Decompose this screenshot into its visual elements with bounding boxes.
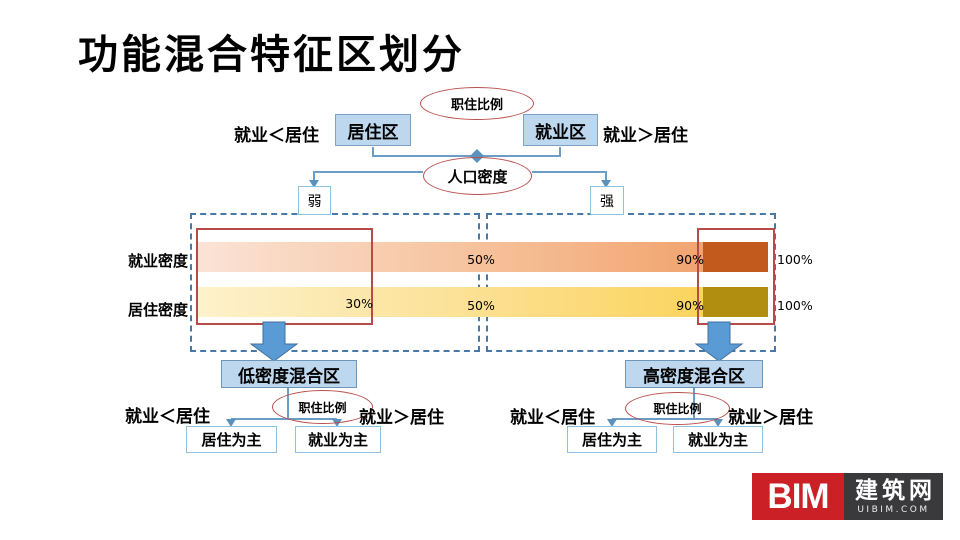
low-zone-employment-dominant-label: 就业为主 [307,431,368,449]
job-housing-ratio-ellipse: 职住比例 [420,87,534,120]
population-density-ellipse: 人口密度 [423,157,532,195]
top-left-condition: 就业＜居住 [234,126,319,146]
low-zone-employment-dominant-box: 就业为主 [295,426,381,453]
residential-zone-box: 居住区 [335,114,411,146]
low-density-region-frame [190,213,480,352]
bim-logo-site-name: 建筑网 [855,476,936,504]
high-zone-employment-dominant-label: 就业为主 [687,431,748,449]
tick-30-percent: 30% [345,296,373,311]
high-density-region-frame [486,213,776,352]
low-density-mixed-zone-box: 低密度混合区 [221,360,357,388]
residential-density-bar-dark-segment [703,287,768,317]
high-zone-residential-dominant-box: 居住为主 [567,426,657,453]
bim-logo-domain: UIBIM.COM [857,504,930,515]
density-to-weak-connector [313,171,423,180]
employment-density-bar [196,242,703,272]
tick-50-percent-employment: 50% [467,252,495,267]
bim-logo: BIM 建筑网 UIBIM.COM [752,473,943,520]
strong-box: 强 [590,186,624,215]
high-zone-employment-dominant-box: 就业为主 [673,426,763,453]
high-zone-right-condition: 就业＞居住 [728,408,813,428]
job-housing-ratio-label: 职住比例 [450,98,503,113]
low-zone-residential-dominant-box: 居住为主 [186,426,277,453]
tick-90-percent-residential: 90% [676,298,704,313]
tick-90-percent-employment: 90% [676,252,704,267]
low-zone-residential-dominant-label: 居住为主 [201,431,262,449]
high-zone-residential-dominant-label: 居住为主 [581,431,642,449]
employment-density-row-label: 就业密度 [127,252,188,270]
low-zone-ratio-ellipse: 职住比例 [272,390,373,424]
bim-logo-brand: BIM [752,473,844,520]
low-zone-left-condition: 就业＜居住 [125,407,210,427]
residential-zone-label: 居住区 [347,122,399,143]
low-zone-right-condition: 就业＞居住 [359,408,444,428]
employment-density-bar-dark-segment [703,242,768,272]
employment-zone-label: 就业区 [535,122,586,143]
high-range-highlight-box [697,228,775,325]
residential-density-row-label: 居住密度 [127,301,188,319]
top-bracket-connector [372,147,561,157]
high-zone-ratio-ellipse: 职住比例 [625,392,730,425]
tick-50-percent-residential: 50% [467,298,495,313]
bim-logo-right: 建筑网 UIBIM.COM [844,473,943,520]
tick-100-percent-employment: 100% [777,252,813,267]
strong-label: 强 [600,193,614,210]
top-right-condition: 就业＞居住 [603,126,688,146]
tick-100-percent-residential: 100% [777,298,813,313]
low-density-mixed-zone-label: 低密度混合区 [238,366,340,387]
weak-box: 弱 [298,186,331,215]
population-density-label: 人口密度 [447,167,508,186]
weak-label: 弱 [307,193,322,210]
high-zone-ratio-label: 职住比例 [653,402,702,416]
high-zone-left-condition: 就业＜居住 [510,408,595,428]
high-density-mixed-zone-label: 高密度混合区 [643,366,745,387]
low-zone-ratio-label: 职住比例 [298,400,347,415]
density-to-strong-connector [532,171,607,180]
employment-zone-box: 就业区 [523,114,598,146]
high-density-mixed-zone-box: 高密度混合区 [625,360,763,388]
residential-density-bar [196,287,703,317]
page-title: 功能混合特征区划分 [78,31,465,78]
